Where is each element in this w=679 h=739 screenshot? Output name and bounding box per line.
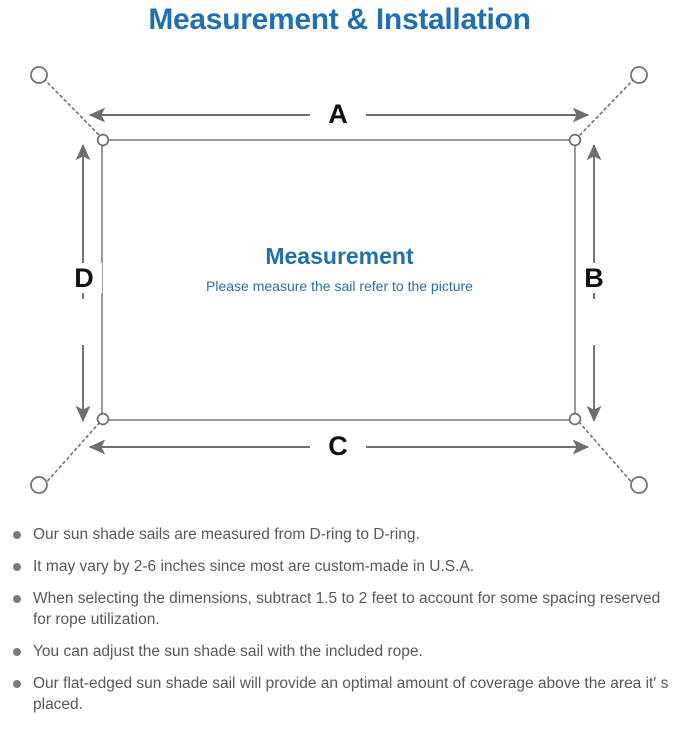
- d-ring-bottom-left: [96, 412, 110, 426]
- notes-list: Our sun shade sails are measured from D-…: [0, 524, 679, 726]
- note-text: Our sun shade sails are measured from D-…: [33, 526, 420, 543]
- dimension-label-c: C: [312, 431, 364, 461]
- anchor-point-bottom-left: [30, 476, 48, 494]
- d-rings: [96, 133, 582, 426]
- rope-top-right: [578, 78, 635, 137]
- anchor-point-bottom-right: [630, 476, 648, 494]
- bullet-icon: [13, 595, 21, 603]
- rope-lines: [43, 78, 635, 486]
- list-item: Our flat-edged sun shade sail will provi…: [0, 673, 679, 715]
- page-title: Measurement & Installation: [148, 3, 531, 36]
- bullet-icon: [13, 531, 21, 539]
- d-ring-bottom-right: [568, 412, 582, 426]
- list-item: Our sun shade sails are measured from D-…: [0, 524, 679, 545]
- anchor-point-top-left: [30, 66, 48, 84]
- diagram-svg: [30, 66, 648, 494]
- note-text: Our flat-edged sun shade sail will provi…: [33, 675, 669, 713]
- note-text: You can adjust the sun shade sail with t…: [33, 643, 423, 660]
- dimension-label-b: B: [576, 263, 612, 293]
- rope-bottom-left: [43, 421, 101, 486]
- anchor-point-top-right: [630, 66, 648, 84]
- sail-body: [101, 139, 576, 421]
- d-ring-top-right: [568, 133, 582, 147]
- sail-measurement-sublabel: Please measure the sail refer to the pic…: [206, 278, 473, 294]
- dimension-label-a: A: [312, 99, 364, 129]
- note-text: It may vary by 2-6 inches since most are…: [33, 558, 475, 575]
- d-ring-top-left: [96, 133, 110, 147]
- list-item: You can adjust the sun shade sail with t…: [0, 641, 679, 662]
- note-text: When selecting the dimensions, subtract …: [33, 590, 661, 628]
- anchor-points: [30, 66, 648, 494]
- bullet-icon: [13, 680, 21, 688]
- bullet-icon: [13, 563, 21, 571]
- rope-bottom-right: [578, 421, 635, 486]
- list-item: When selecting the dimensions, subtract …: [0, 588, 679, 630]
- dimension-label-d: D: [66, 263, 102, 293]
- list-item: It may vary by 2-6 inches since most are…: [0, 556, 679, 577]
- sail-measurement-label: Measurement: [265, 243, 414, 269]
- rope-top-left: [43, 78, 101, 137]
- bullet-icon: [13, 648, 21, 656]
- sun-shade-sail-measurement-diagram: [0, 44, 679, 514]
